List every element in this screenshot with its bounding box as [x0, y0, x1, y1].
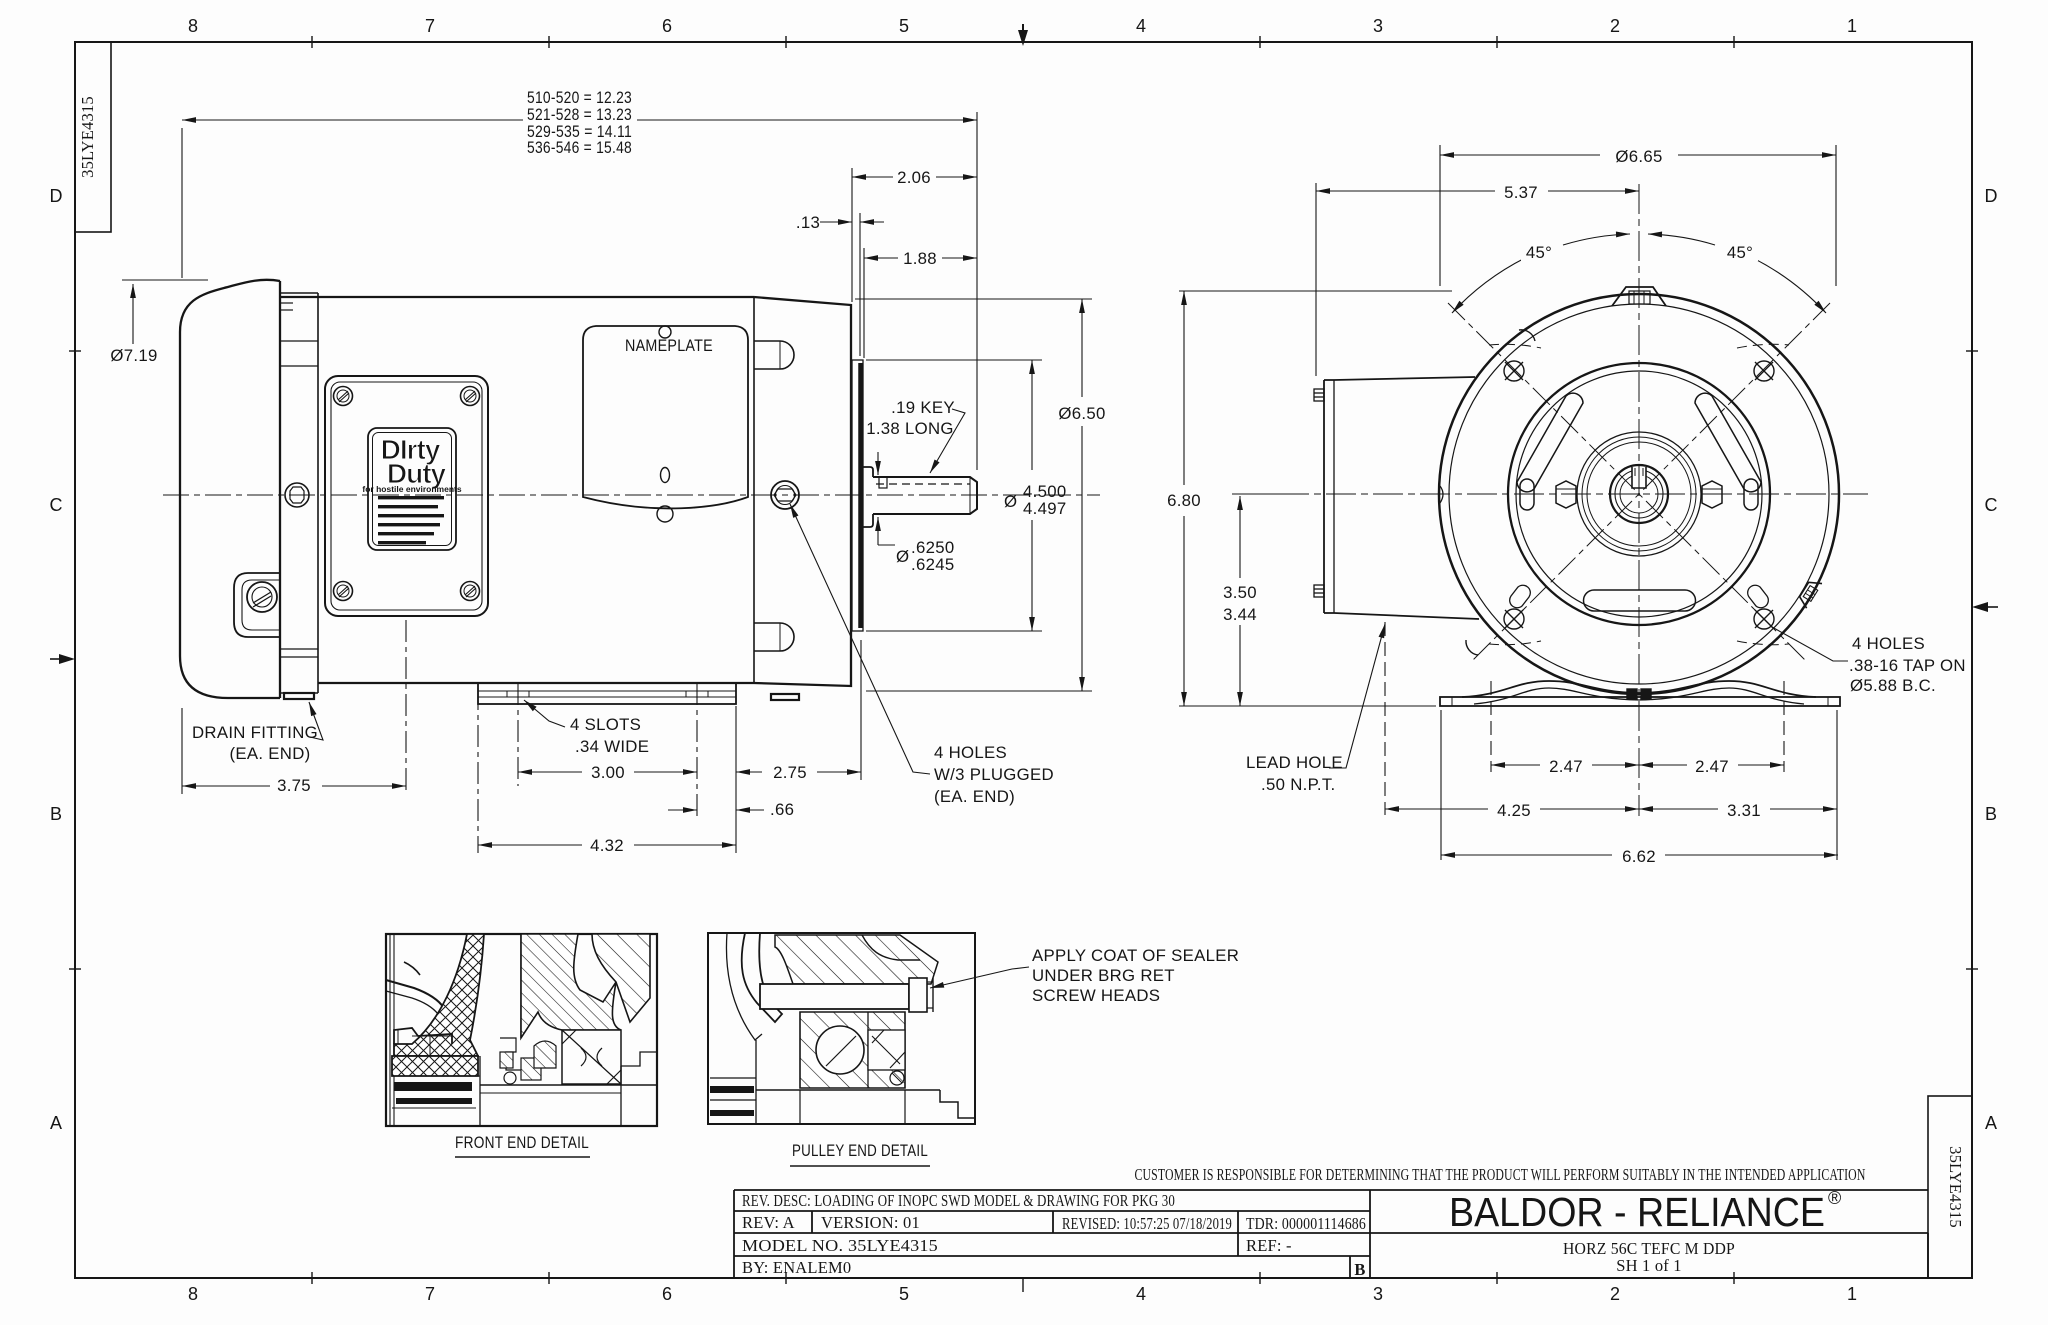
svg-text:4.32: 4.32 [590, 836, 624, 855]
svg-text:.6245: .6245 [911, 555, 955, 574]
svg-text:W/3 PLUGGED: W/3 PLUGGED [934, 765, 1054, 784]
svg-text:45°: 45° [1727, 243, 1753, 262]
svg-text:.13: .13 [796, 213, 820, 232]
svg-text:2: 2 [1610, 16, 1620, 36]
svg-text:4 HOLES: 4 HOLES [934, 743, 1007, 762]
svg-text:Duty: Duty [387, 458, 447, 489]
svg-text:(EA. END): (EA. END) [229, 744, 310, 763]
svg-text:.66: .66 [770, 800, 794, 819]
svg-text:DRAIN FITTING: DRAIN FITTING [192, 723, 318, 742]
svg-text:D: D [1985, 186, 1998, 206]
svg-text:35LYE4315: 35LYE4315 [1946, 1146, 1965, 1228]
svg-text:521-528 = 13.23: 521-528 = 13.23 [527, 105, 632, 124]
svg-text:35LYE4315: 35LYE4315 [78, 96, 97, 178]
svg-text:4.25: 4.25 [1497, 801, 1531, 820]
svg-text:6.62: 6.62 [1622, 847, 1656, 866]
svg-text:REVISED: 10:57:25 07/18/2019: REVISED: 10:57:25 07/18/2019 [1062, 1214, 1232, 1233]
svg-text:1: 1 [1847, 1284, 1857, 1304]
svg-text:B: B [1985, 804, 1997, 824]
svg-text:7: 7 [425, 1284, 435, 1304]
svg-text:®: ® [1828, 1188, 1841, 1208]
svg-text:MODEL NO. 35LYE4315: MODEL NO. 35LYE4315 [742, 1236, 938, 1255]
svg-text:510-520 = 12.23: 510-520 = 12.23 [527, 88, 632, 107]
svg-text:8: 8 [188, 1284, 198, 1304]
svg-text:3.31: 3.31 [1727, 801, 1761, 820]
svg-text:A: A [1985, 1113, 1997, 1133]
svg-text:.38-16 TAP ON: .38-16 TAP ON [1849, 656, 1966, 675]
svg-text:D: D [50, 186, 63, 206]
svg-text:REV: A: REV: A [742, 1213, 795, 1232]
svg-text:3.50: 3.50 [1223, 583, 1257, 602]
svg-text:(EA. END): (EA. END) [934, 787, 1015, 806]
svg-text:Ø7.19: Ø7.19 [110, 346, 157, 365]
svg-text:Ø: Ø [896, 547, 909, 566]
svg-text:B: B [1354, 1260, 1365, 1279]
svg-text:Ø6.65: Ø6.65 [1615, 147, 1662, 166]
svg-text:NAMEPLATE: NAMEPLATE [625, 336, 713, 355]
svg-text:C: C [1985, 495, 1998, 515]
svg-text:PULLEY END DETAIL: PULLEY END DETAIL [792, 1141, 928, 1160]
svg-text:3: 3 [1373, 1284, 1383, 1304]
svg-text:APPLY COAT OF SEALER: APPLY COAT OF SEALER [1032, 946, 1239, 965]
svg-text:Ø6.50: Ø6.50 [1058, 404, 1105, 423]
svg-text:45°: 45° [1526, 243, 1552, 262]
svg-text:4 HOLES: 4 HOLES [1852, 634, 1925, 653]
svg-text:FRONT END DETAIL: FRONT END DETAIL [455, 1133, 589, 1152]
svg-text:4.497: 4.497 [1023, 499, 1067, 518]
svg-text:A: A [50, 1113, 62, 1133]
svg-text:4 SLOTS: 4 SLOTS [570, 715, 641, 734]
svg-text:7: 7 [425, 16, 435, 36]
svg-text:6: 6 [662, 16, 672, 36]
svg-text:SCREW HEADS: SCREW HEADS [1032, 986, 1160, 1005]
svg-text:5: 5 [899, 1284, 909, 1304]
svg-text:5.37: 5.37 [1504, 183, 1538, 202]
svg-text:REV. DESC: LOADING OF INOPC SW: REV. DESC: LOADING OF INOPC SWD MODEL & … [742, 1191, 1175, 1210]
svg-text:1: 1 [1847, 16, 1857, 36]
svg-text:3.00: 3.00 [591, 763, 625, 782]
svg-text:6: 6 [662, 1284, 672, 1304]
svg-text:2.47: 2.47 [1695, 757, 1729, 776]
svg-text:UNDER BRG RET: UNDER BRG RET [1032, 966, 1175, 985]
svg-text:2.47: 2.47 [1549, 757, 1583, 776]
svg-text:C: C [50, 495, 63, 515]
svg-text:2.06: 2.06 [897, 168, 931, 187]
svg-text:536-546 = 15.48: 536-546 = 15.48 [527, 138, 632, 157]
svg-text:4: 4 [1136, 16, 1146, 36]
svg-text:HORZ 56C TEFC M DDP: HORZ 56C TEFC M DDP [1563, 1239, 1735, 1258]
svg-text:529-535 = 14.11: 529-535 = 14.11 [527, 122, 632, 141]
svg-text:REF: -: REF: - [1246, 1236, 1292, 1255]
svg-text:for hostile environments: for hostile environments [362, 484, 461, 494]
svg-text:CUSTOMER IS RESPONSIBLE FOR DE: CUSTOMER IS RESPONSIBLE FOR DETERMINING … [1135, 1165, 1866, 1184]
svg-text:4.500: 4.500 [1023, 482, 1067, 501]
svg-text:1.88: 1.88 [903, 249, 937, 268]
svg-text:1.38 LONG: 1.38 LONG [866, 419, 954, 438]
svg-text:3.75: 3.75 [277, 776, 311, 795]
svg-text:5: 5 [899, 16, 909, 36]
svg-text:TDR: 000001114686: TDR: 000001114686 [1246, 1214, 1366, 1233]
svg-text:3: 3 [1373, 16, 1383, 36]
svg-text:4: 4 [1136, 1284, 1146, 1304]
svg-text:BALDOR - RELIANCE: BALDOR - RELIANCE [1449, 1189, 1825, 1235]
svg-text:2: 2 [1610, 1284, 1620, 1304]
svg-text:.34 WIDE: .34 WIDE [575, 737, 649, 756]
svg-text:BY: ENALEM0: BY: ENALEM0 [742, 1258, 851, 1277]
svg-text:6.80: 6.80 [1167, 491, 1201, 510]
svg-text:SH 1 of 1: SH 1 of 1 [1616, 1256, 1682, 1275]
svg-text:LEAD HOLE: LEAD HOLE [1246, 753, 1343, 772]
svg-text:.6250: .6250 [911, 538, 955, 557]
svg-text:.19 KEY: .19 KEY [891, 398, 955, 417]
svg-text:Ø: Ø [1004, 492, 1017, 511]
svg-text:DIrty: DIrty [381, 434, 441, 465]
svg-text:VERSION: 01: VERSION: 01 [821, 1213, 920, 1232]
svg-text:.50 N.P.T.: .50 N.P.T. [1261, 775, 1336, 794]
svg-text:2.75: 2.75 [773, 763, 807, 782]
svg-text:3.44: 3.44 [1223, 605, 1257, 624]
svg-text:8: 8 [188, 16, 198, 36]
svg-text:B: B [50, 804, 62, 824]
svg-text:Ø5.88 B.C.: Ø5.88 B.C. [1850, 676, 1936, 695]
